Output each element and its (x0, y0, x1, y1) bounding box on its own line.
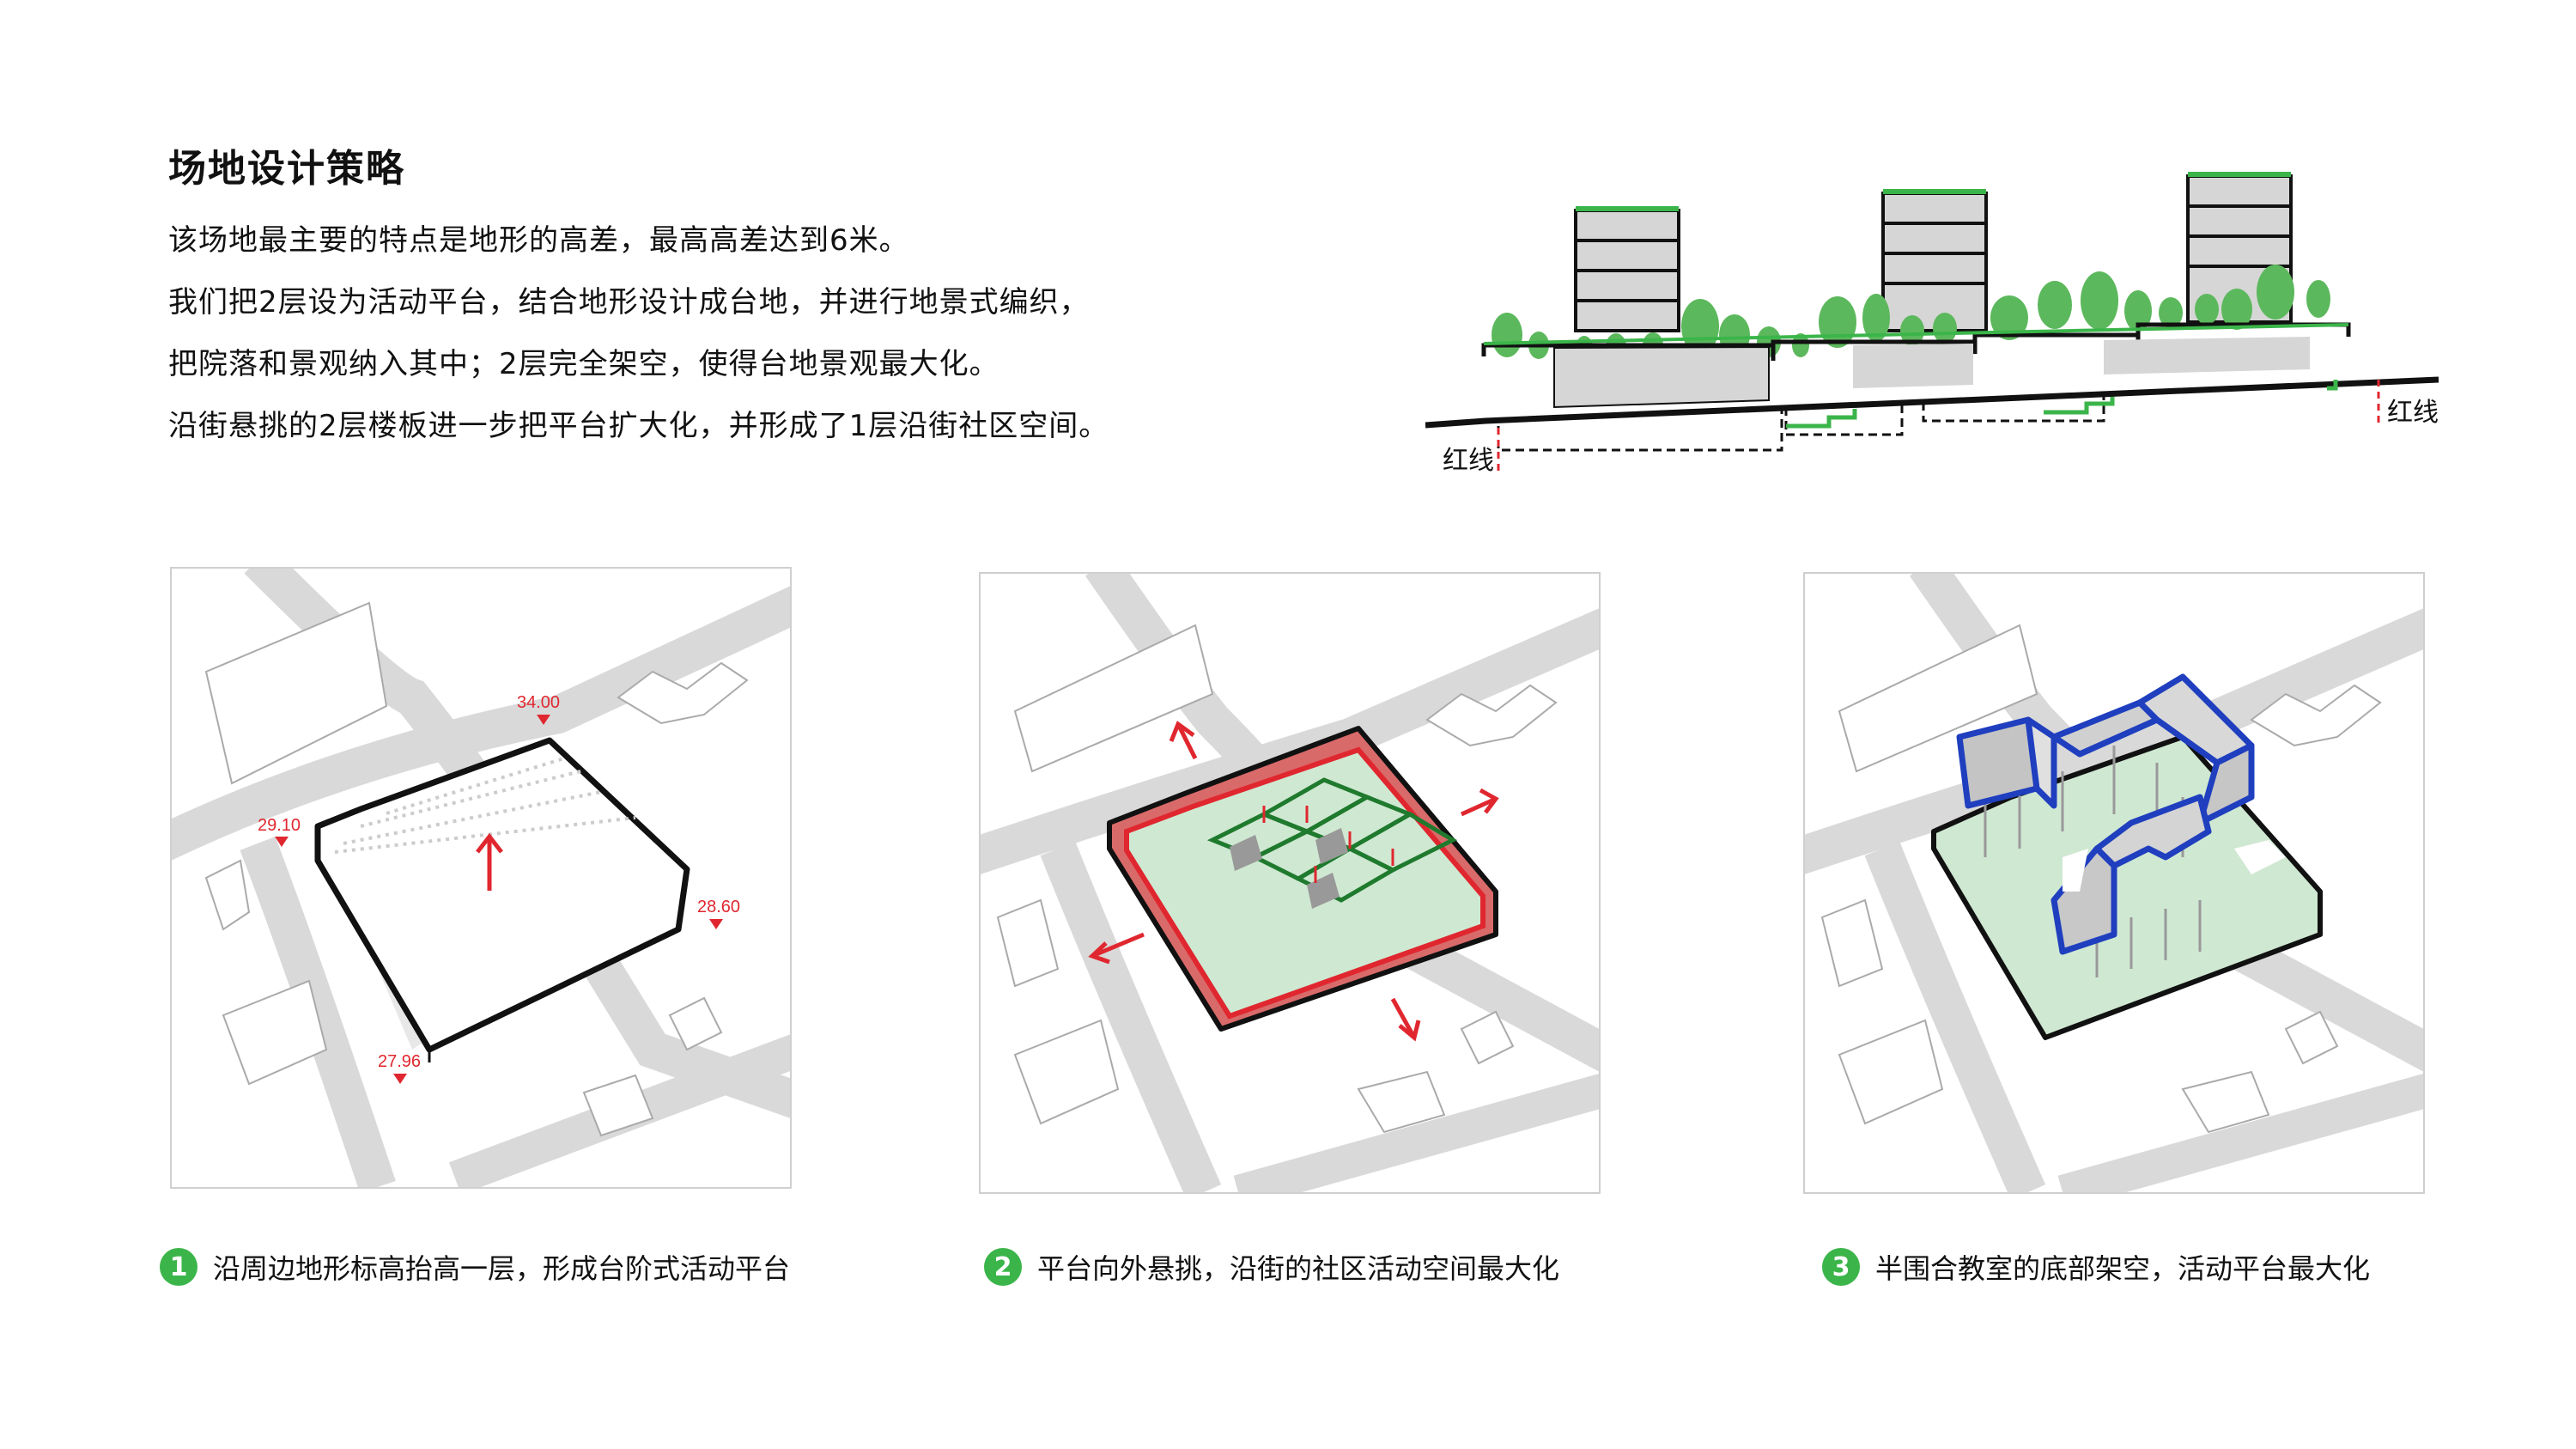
panel-stilted-classrooms (1803, 572, 2425, 1194)
page-title: 场地设计策略 (168, 147, 405, 191)
terraces (1481, 322, 2351, 409)
elevation-markers: 34.00 29.10 28.60 27.96 (258, 693, 740, 1084)
context-buildings (996, 624, 1558, 1134)
building-1 (1574, 206, 1680, 332)
classroom-blocks (1956, 673, 2255, 955)
panel-raise-terrain: 34.00 29.10 28.60 27.96 (170, 567, 792, 1189)
elevation-label: 34.00 (517, 693, 560, 712)
step-caption-3: 3 半围合教室的底部架空，活动平台最大化 (1822, 1247, 2370, 1287)
description-line-4: 沿街悬挑的2层楼板进一步把平台扩大化，并形成了1层沿街社区空间。 (168, 409, 1109, 443)
description-line-1: 该场地最主要的特点是地形的高差，最高高差达到6米。 (168, 223, 909, 258)
step-number-badge: 2 (984, 1248, 1022, 1286)
step-number-badge: 3 (1822, 1248, 1860, 1286)
down-arrows (1262, 806, 1394, 883)
ground-line (1425, 376, 2439, 429)
site-platform (314, 737, 690, 1062)
description-line-2: 我们把2层设为活动平台，结合地形设计成台地，并进行地景式编织， (168, 285, 1090, 320)
green-steps (1786, 380, 2338, 429)
context-buildings (1820, 624, 2382, 1134)
elevation-label: 28.60 (697, 898, 740, 916)
description-line-3: 把院落和景观纳入其中；2层完全架空，使得台地景观最大化。 (168, 347, 999, 381)
step-caption-1: 1 沿周边地形标高抬高一层，形成台阶式活动平台 (160, 1247, 790, 1287)
step-caption-2: 2 平台向外悬挑，沿街的社区活动空间最大化 (984, 1247, 1559, 1287)
panel-cantilever-platform (979, 572, 1601, 1194)
context-buildings (204, 601, 749, 1137)
step-number-badge: 1 (160, 1248, 197, 1286)
courtyard-gaps (2063, 840, 2286, 892)
elevation-label: 27.96 (378, 1052, 421, 1071)
expansion-arrows (1088, 721, 1499, 1042)
basement-dashes (1497, 387, 2105, 452)
contour-lines (334, 756, 636, 854)
step-caption-text: 沿周边地形标高抬高一层，形成台阶式活动平台 (213, 1252, 791, 1285)
elevation-label: 29.10 (258, 816, 301, 835)
red-line-markers (1497, 380, 2380, 474)
building-2 (1881, 189, 1988, 332)
step-caption-text: 平台向外悬挑，沿街的社区活动空间最大化 (1037, 1252, 1560, 1285)
red-line-label-right: 红线 (2387, 399, 2439, 427)
step-caption-text: 半围合教室的底部架空，活动平台最大化 (1875, 1252, 2371, 1285)
red-line-label-left: 红线 (1443, 447, 1494, 475)
up-arrow (476, 832, 503, 891)
site-section-diagram: 红线 红线 (1425, 172, 2439, 475)
